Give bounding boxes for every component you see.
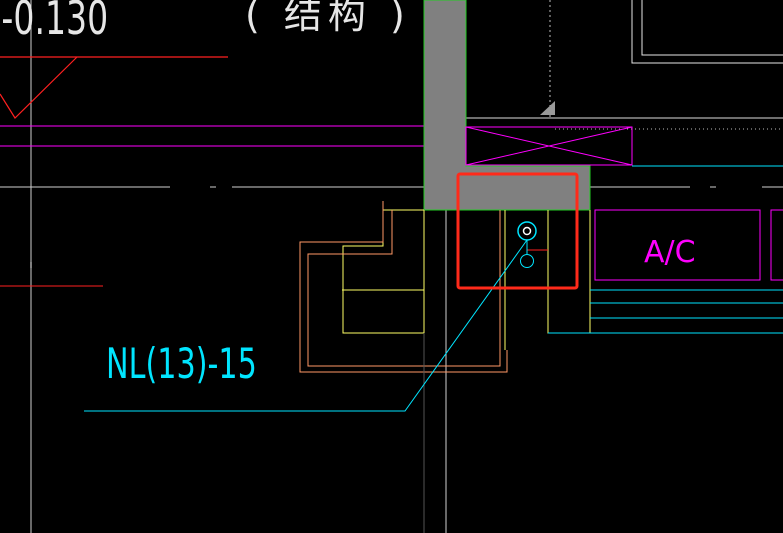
building-outline-top-right <box>631 0 783 64</box>
ac-label: A/C <box>644 235 696 270</box>
stair-arrow-marker <box>540 101 555 115</box>
pit-outline-salmon <box>299 201 508 373</box>
elevation-triangle-marker <box>0 56 228 119</box>
drain-inner-circle <box>522 226 532 236</box>
drain-pipe-symbol[interactable] <box>517 221 548 268</box>
drain-lower-circle <box>520 254 534 268</box>
opening-cross-box <box>465 126 633 166</box>
magenta-lines <box>0 125 424 147</box>
cyan-lines-right <box>548 289 783 334</box>
highlight-selection-box <box>456 172 579 290</box>
elevation-label: -0.130 <box>1 0 108 45</box>
pipe-leader-line <box>84 239 528 412</box>
pipe-label: NL(13)-15 <box>106 339 257 388</box>
structure-label: ( 结构 ) <box>245 0 411 37</box>
ac-unit-box <box>594 209 783 281</box>
